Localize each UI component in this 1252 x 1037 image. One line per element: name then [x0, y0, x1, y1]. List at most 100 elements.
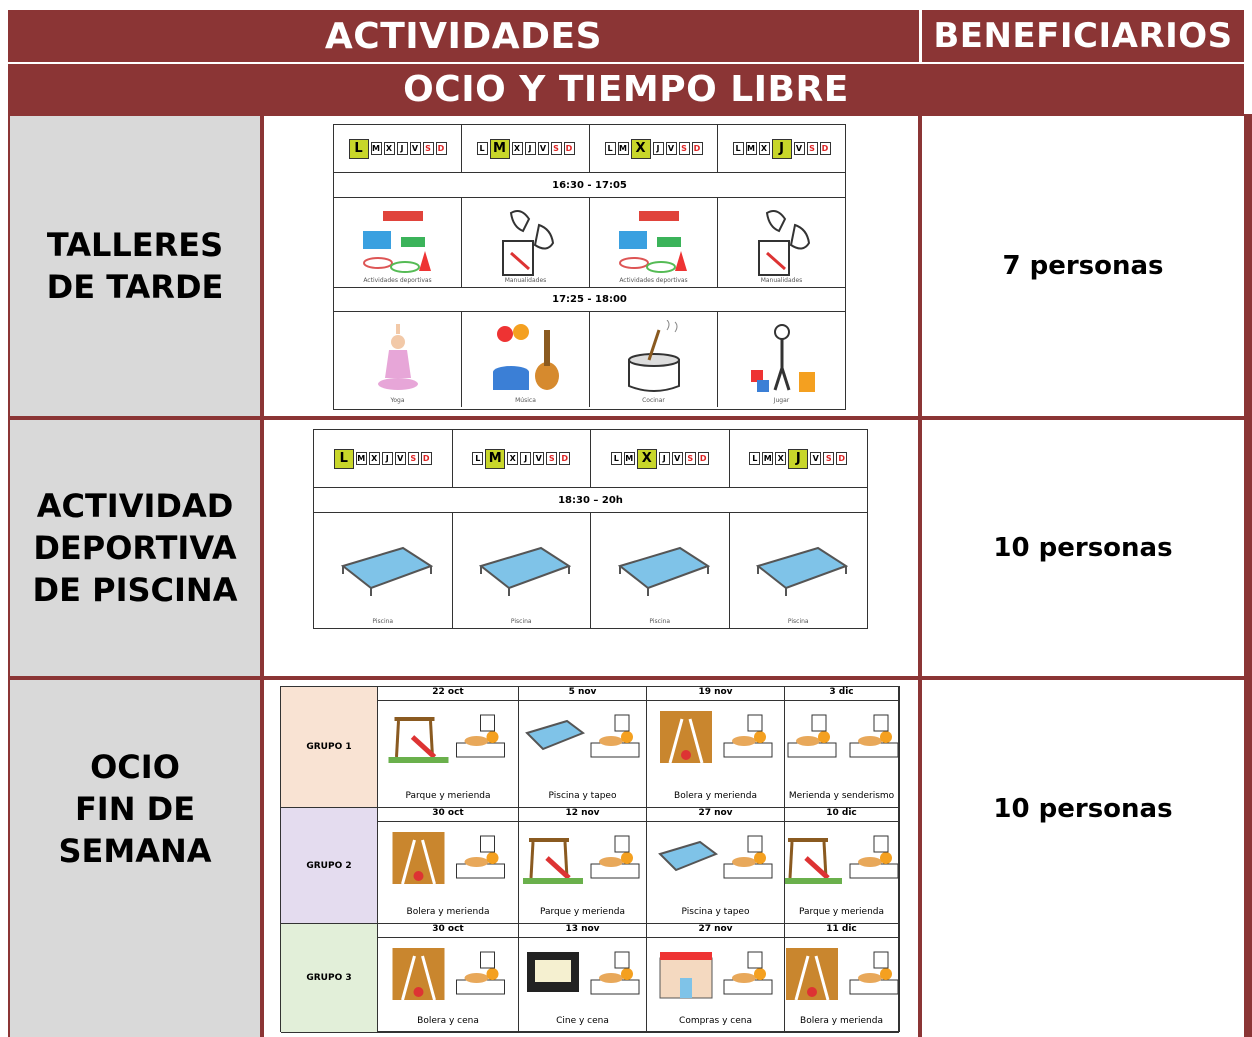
activity-label: Cine y cena — [556, 1016, 609, 1026]
day-s: S — [407, 452, 419, 465]
beneficiarios-fin-semana: 10 personas — [922, 680, 1244, 1037]
day-x: X — [368, 452, 380, 465]
day-x: X — [758, 142, 770, 155]
day-v: V — [671, 452, 683, 465]
day-d: D — [691, 142, 703, 155]
sports-equipment-icon — [362, 210, 431, 273]
day-l: L — [472, 452, 484, 465]
day-x: X — [507, 452, 519, 465]
group-label: GRUPO 1 — [281, 687, 378, 808]
activity-pictogram-icon — [392, 948, 505, 1001]
day-s: S — [678, 142, 690, 155]
crafts-icon — [501, 209, 554, 276]
activity-cell: Parque y merienda — [785, 822, 899, 924]
day-l: L — [476, 142, 488, 155]
day-j: J — [771, 138, 792, 159]
day-x: X — [383, 142, 395, 155]
activity-label: Parque y merienda — [798, 907, 885, 917]
day-x: X — [511, 142, 523, 155]
day-m: M — [370, 142, 382, 155]
activity-pictogram-icon — [658, 835, 773, 879]
activity-date: 13 nov — [519, 924, 647, 938]
day-x: X — [775, 452, 787, 465]
swimming-pool-icon — [617, 546, 710, 596]
activity-label: Parque y merienda — [405, 791, 491, 801]
activity-pictogram-icon — [660, 711, 773, 764]
activity-label: Bolera y merienda — [406, 907, 490, 917]
day-m: M — [623, 452, 635, 465]
activity-cell: Bolera y merienda — [647, 701, 785, 808]
activity-cell: Cine y cena — [519, 938, 647, 1033]
day-s: S — [684, 452, 696, 465]
activity-cell: Compras y cena — [647, 938, 785, 1033]
activity-cell: Parque y merienda — [519, 822, 647, 924]
day-s: S — [823, 452, 835, 465]
activity-pictogram-icon — [786, 948, 899, 1001]
beneficiarios-talleres: 7 personas — [922, 116, 1244, 416]
time-slot-2: 17:25 - 18:00 — [334, 288, 845, 312]
day-l: L — [732, 142, 744, 155]
day-m: M — [489, 138, 510, 159]
activity-cell: Bolera y cena — [378, 938, 519, 1033]
day-j: J — [788, 448, 809, 469]
activity-pictogram-icon — [527, 951, 640, 995]
activity-cell: Piscina y tapeo — [519, 701, 647, 808]
cooking-pot-icon — [627, 319, 680, 392]
day-v: V — [394, 452, 406, 465]
day-l: L — [348, 138, 369, 159]
time-slot-piscina: 18:30 – 20h — [314, 488, 867, 513]
day-m: M — [762, 452, 774, 465]
yoga-icon — [377, 323, 418, 390]
day-j: J — [396, 142, 408, 155]
day-d: D — [563, 142, 575, 155]
beneficiarios-piscina: 10 personas — [922, 420, 1244, 676]
activity-cell: Bolera y merienda — [785, 938, 899, 1033]
day-x: X — [636, 448, 657, 469]
activity-date: 10 dic — [785, 808, 899, 822]
day-v: V — [665, 142, 677, 155]
day-j: J — [520, 452, 532, 465]
activity-label: Piscina y tapeo — [681, 907, 750, 917]
day-j: J — [381, 452, 393, 465]
activity-date: 30 oct — [378, 924, 519, 938]
activity-cell: Merienda y senderismo — [785, 701, 899, 808]
activity-pictogram-icon — [388, 714, 505, 763]
activity-date: 22 oct — [378, 687, 519, 701]
day-v: V — [537, 142, 549, 155]
swimming-pool-icon — [340, 546, 433, 596]
activity-date: 12 nov — [519, 808, 647, 822]
activity-pictogram-icon — [392, 832, 505, 885]
activity-date: 27 nov — [647, 808, 785, 822]
activity-date: 30 oct — [378, 808, 519, 822]
activity-date: 11 dic — [785, 924, 899, 938]
section-title: OCIO Y TIEMPO LIBRE — [8, 64, 1244, 114]
day-d: D — [559, 452, 571, 465]
play-toys-icon — [750, 323, 815, 392]
music-instruments-icon — [492, 323, 559, 390]
day-l: L — [333, 448, 354, 469]
time-slot-1: 16:30 - 17:05 — [334, 173, 845, 198]
day-m: M — [485, 448, 506, 469]
activity-pictogram-icon — [659, 951, 773, 999]
activity-date: 5 nov — [519, 687, 647, 701]
activity-label: Bolera y merienda — [674, 791, 757, 801]
day-v: V — [533, 452, 545, 465]
day-v: V — [810, 452, 822, 465]
activity-label: Parque y merienda — [539, 907, 626, 917]
day-s: S — [422, 142, 434, 155]
day-j: J — [524, 142, 536, 155]
header-actividades: ACTIVIDADES — [8, 10, 919, 62]
day-s: S — [806, 142, 818, 155]
day-l: L — [749, 452, 761, 465]
sports-equipment-icon — [618, 210, 687, 273]
day-j: J — [652, 142, 664, 155]
day-v: V — [793, 142, 805, 155]
activity-date: 27 nov — [647, 924, 785, 938]
